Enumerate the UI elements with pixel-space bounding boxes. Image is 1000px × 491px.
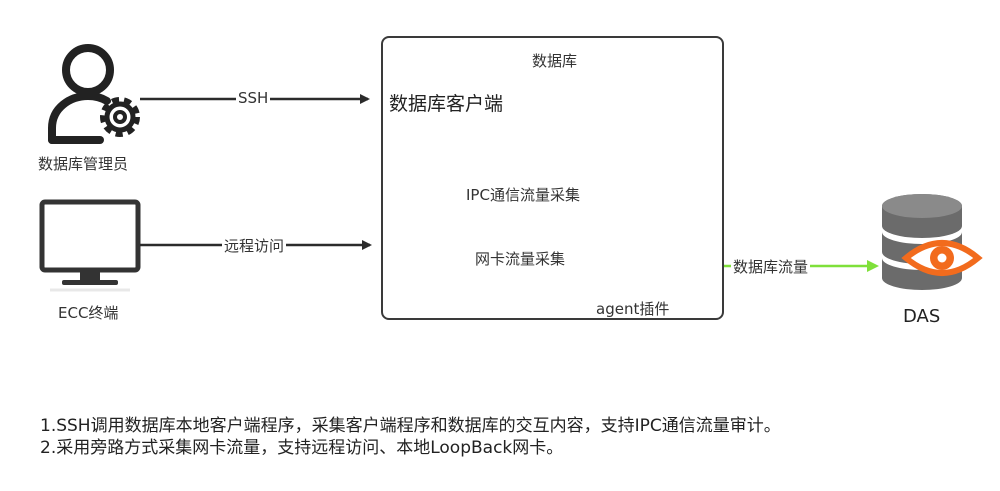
- remote-access-label: 远程访问: [222, 235, 287, 256]
- db-traffic-label: 数据库流量: [731, 256, 811, 277]
- admin-label: 数据库管理员: [38, 155, 129, 173]
- database-container: [381, 36, 724, 320]
- admin-icon: [48, 44, 140, 144]
- das-icon: [882, 194, 983, 290]
- database-container-title: 数据库: [532, 52, 578, 70]
- ssh-flow-label: SSH: [236, 89, 271, 107]
- nic-flow-label: 网卡流量采集: [473, 248, 568, 269]
- ipc-flow-label: IPC通信流量采集: [464, 184, 582, 205]
- note-line-1: 1.SSH调用数据库本地客户端程序，采集客户端程序和数据库的交互内容，支持IPC…: [40, 416, 781, 436]
- ecc-terminal-label: ECC终端: [58, 304, 119, 322]
- das-label: DAS: [903, 306, 941, 327]
- monitor-icon: [39, 199, 141, 292]
- database-client-label: 数据库客户端: [389, 93, 504, 115]
- agent-plugin-label: agent插件: [596, 300, 670, 318]
- note-line-2: 2.采用旁路方式采集网卡流量，支持远程访问、本地LoopBack网卡。: [40, 438, 564, 458]
